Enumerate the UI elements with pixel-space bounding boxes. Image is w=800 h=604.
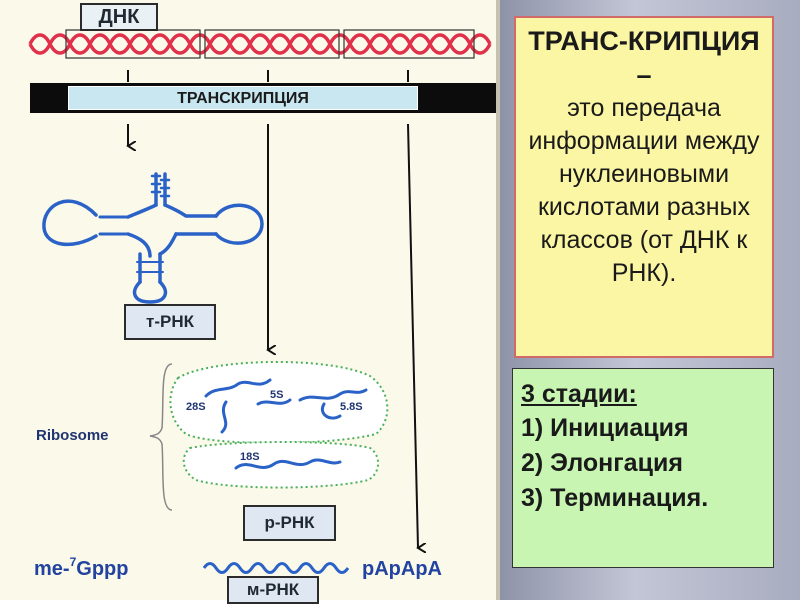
trna-structure	[42, 172, 264, 304]
stages-box: 3 стадии: 1) Инициация 2) Элонгация 3) Т…	[512, 368, 774, 568]
arrows	[128, 123, 418, 548]
stages-title: 3 стадии:	[521, 380, 637, 408]
rrna-5-8s-label: 5.8S	[340, 401, 363, 413]
stage-initiation: 1) Инициация	[521, 414, 689, 442]
mrna-polya-label: pApApA	[362, 558, 442, 580]
dna-helix	[28, 33, 492, 55]
definition-box: ТРАНС-КРИПЦИЯ – это передача информации …	[514, 16, 774, 358]
ribosome-large-subunit: 28S 5S 5.8S	[169, 360, 389, 444]
rrna-label: р-РНК	[243, 505, 336, 541]
definition-text: это передача информации между нуклеиновы…	[528, 94, 760, 287]
stage-elongation: 2) Элонгация	[521, 449, 683, 477]
ribosome-brace	[149, 363, 173, 511]
arrow-mrna	[407, 123, 418, 548]
mrna-cap-label: me-7Gppp	[34, 555, 128, 580]
rrna-18s-label: 18S	[240, 451, 260, 463]
ribosome-label: Ribosome	[36, 427, 109, 444]
ribosome-small-subunit: 18S	[182, 441, 379, 489]
mrna-label: м-РНК	[227, 576, 319, 604]
dna-ticks	[127, 70, 409, 82]
panel-divider	[496, 0, 500, 600]
rrna-5s-label: 5S	[270, 389, 283, 401]
rrna-28s-label: 28S	[186, 401, 206, 413]
stage-termination: 3) Терминация.	[521, 484, 709, 512]
transcription-bar-label: ТРАНСКРИПЦИЯ	[68, 86, 418, 110]
dna-label: ДНК	[80, 3, 158, 31]
mrna-strand	[202, 562, 350, 574]
trna-label: т-РНК	[124, 304, 216, 340]
definition-title: ТРАНС-КРИПЦИЯ –	[528, 26, 760, 90]
